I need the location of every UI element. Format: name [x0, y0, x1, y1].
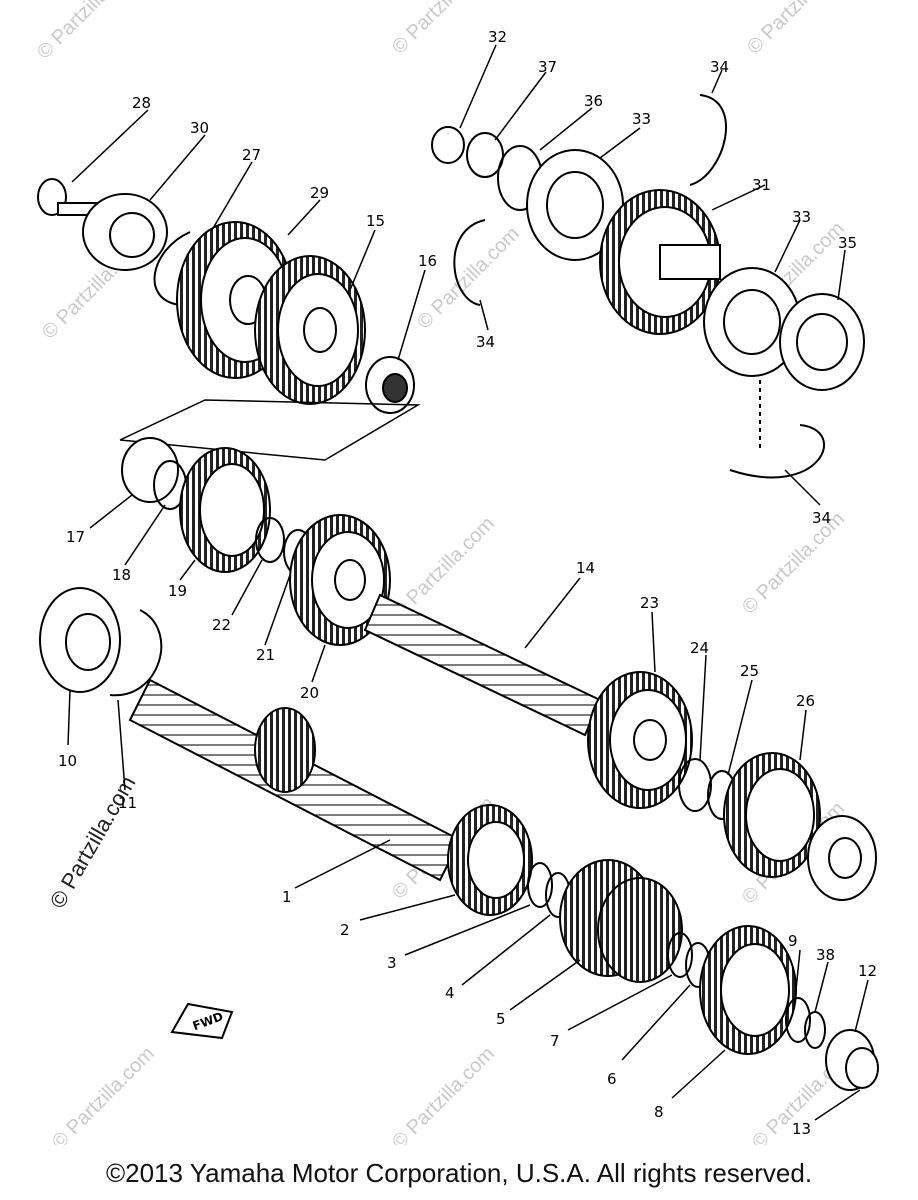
callout-5: 5 [496, 1010, 506, 1028]
fwd-arrow: FWD [170, 1002, 234, 1040]
transmission-exploded-diagram: © Partzilla.com © Partzilla.com © Partzi… [33, 0, 879, 1145]
callout-31: 31 [752, 176, 771, 194]
callout-27: 27 [242, 146, 261, 164]
callout-7: 7 [550, 1032, 560, 1050]
callout-6: 6 [607, 1070, 617, 1088]
circlip-27 [153, 231, 191, 306]
callout-14: 14 [576, 559, 595, 577]
assembly-bracket [119, 399, 421, 461]
idler-assembly [37, 178, 415, 414]
callout-30: 30 [190, 119, 209, 137]
callout-35: 35 [838, 234, 857, 252]
watermark: © Partzilla.com [413, 223, 524, 334]
gear-1 [254, 707, 316, 793]
callout-25: 25 [740, 662, 759, 680]
callout-38: 38 [816, 946, 835, 964]
callouts: 1 2 3 4 5 6 7 8 9 10 11 12 13 14 15 16 1… [58, 28, 877, 1138]
clip-22 [255, 517, 285, 563]
washer-3 [527, 862, 553, 908]
callout-33b: 33 [792, 208, 811, 226]
callout-23: 23 [640, 594, 659, 612]
callout-24: 24 [690, 639, 709, 657]
callout-8: 8 [654, 1103, 664, 1121]
callout-17: 17 [66, 528, 85, 546]
watermark: © Partzilla.com [388, 1043, 499, 1145]
circlip-34a [689, 94, 727, 186]
callout-32: 32 [488, 28, 507, 46]
callout-1: 1 [282, 888, 292, 906]
circlip-34b [453, 219, 486, 306]
callout-22: 22 [212, 616, 231, 634]
watermark: © Partzilla.com [388, 0, 499, 59]
watermark: © Partzilla.com [743, 0, 854, 59]
callout-21: 21 [256, 646, 275, 664]
circlip-11 [109, 609, 163, 697]
callout-33a: 33 [632, 110, 651, 128]
callout-29: 29 [310, 184, 329, 202]
main-axle-assembly [39, 587, 879, 1091]
callout-9: 9 [788, 932, 798, 950]
callout-34b: 34 [476, 333, 495, 351]
watermark: © Partzilla.com [738, 508, 849, 619]
clip-7 [667, 932, 693, 978]
callout-34a: 34 [710, 58, 729, 76]
clip-37 [466, 132, 504, 178]
callout-15: 15 [366, 212, 385, 230]
callout-16: 16 [418, 252, 437, 270]
watermark-vertical: © Partzilla.com [45, 772, 141, 913]
watermark: © Partzilla.com [33, 0, 144, 64]
upper-right-assembly [431, 94, 865, 479]
callout-18: 18 [112, 566, 131, 584]
callout-4: 4 [445, 984, 455, 1002]
callout-12: 12 [858, 962, 877, 980]
washer-24 [678, 758, 712, 812]
circlip-34c [729, 424, 826, 479]
callout-2: 2 [340, 921, 350, 939]
callout-19: 19 [168, 582, 187, 600]
callout-11: 11 [118, 794, 137, 812]
callout-26: 26 [796, 692, 815, 710]
washer-9 [785, 997, 811, 1043]
callout-36: 36 [584, 92, 603, 110]
copyright-notice: ©2013 Yamaha Motor Corporation, U.S.A. A… [105, 1158, 813, 1188]
callout-34c: 34 [812, 509, 831, 527]
watermark: © Partzilla.com [48, 1043, 159, 1145]
leader-lines [67, 44, 869, 1121]
callout-3: 3 [387, 954, 397, 972]
callout-20: 20 [300, 684, 319, 702]
callout-10: 10 [58, 752, 77, 770]
main-shaft-gears [121, 437, 877, 901]
washer-17 [121, 437, 179, 503]
axle-14 [363, 593, 602, 737]
collar-32 [431, 126, 465, 164]
callout-13: 13 [792, 1120, 811, 1138]
callout-28: 28 [132, 94, 151, 112]
callout-37: 37 [538, 58, 557, 76]
